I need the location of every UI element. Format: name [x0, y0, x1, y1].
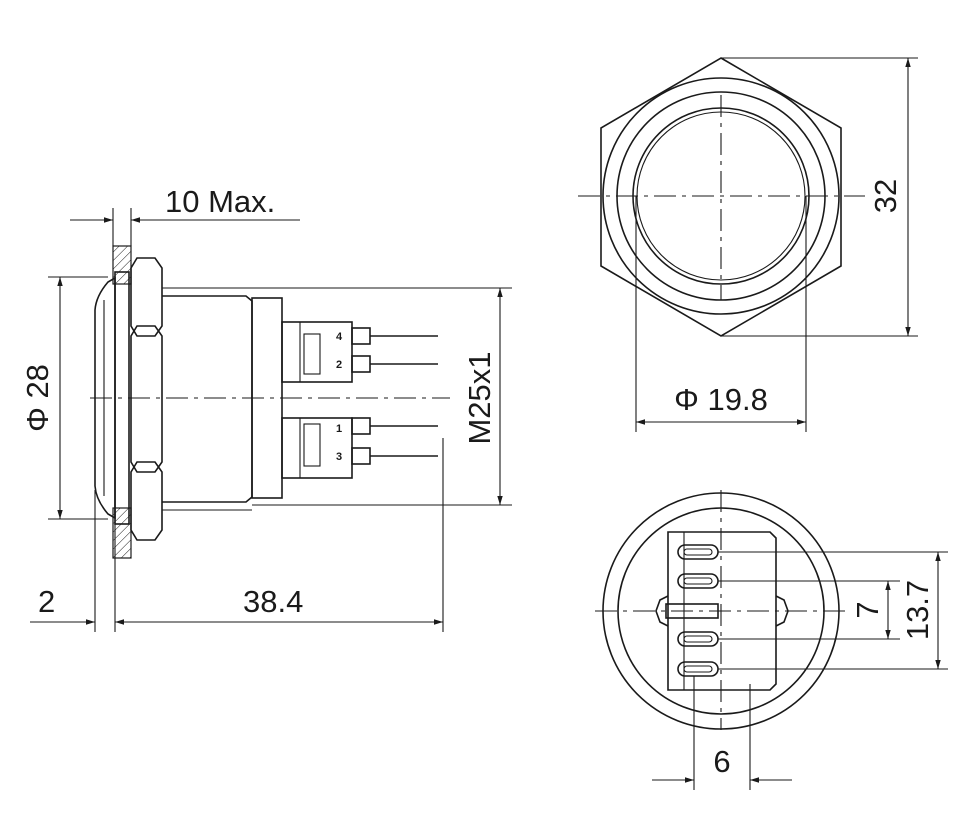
panel-section-bottom	[112, 507, 132, 559]
dim-label-38-4: 38.4	[243, 584, 303, 619]
rear-terminal-slot-3-inner	[683, 635, 713, 643]
panel-section-top	[112, 245, 132, 285]
side-view: 4 2 1 3 10 Max. Φ 28 M25x1 2 38.4	[20, 184, 512, 632]
nut-face-top	[130, 257, 163, 337]
rear-housing-outline	[667, 531, 777, 691]
threaded-body	[162, 295, 253, 503]
dim-label-d28: Φ 28	[20, 364, 55, 432]
nut-face-middle	[130, 325, 163, 473]
rear-center-bar	[665, 603, 719, 619]
terminal-label-2: 2	[336, 359, 342, 371]
rear-terminal-slot-1-inner	[683, 548, 713, 556]
pin-3-base	[351, 447, 371, 465]
terminal-label-4: 4	[336, 331, 343, 343]
front-view: 32 Φ 19.8	[578, 57, 918, 432]
dim-label-d19-8: Φ 19.8	[674, 382, 768, 417]
dim-label-thread: M25x1	[462, 351, 497, 444]
terminal-label-1: 1	[336, 423, 342, 435]
pin-1-base	[351, 417, 371, 435]
dim-label-6: 6	[713, 744, 730, 779]
nut-face-bottom	[130, 461, 163, 541]
rear-terminal-slot-2-inner	[683, 577, 713, 585]
rear-terminal-slot-4-inner	[683, 665, 713, 673]
terminal-block-upper	[281, 321, 353, 383]
terminal-label-3: 3	[336, 451, 342, 463]
pin-4-base	[351, 327, 371, 345]
rear-view: 7 13.7 6	[595, 490, 948, 790]
dim-label-7: 7	[850, 601, 885, 618]
dim-label-10max: 10 Max.	[165, 184, 275, 219]
bezel-dome	[94, 276, 116, 520]
dim-label-32: 32	[868, 179, 903, 213]
dim-label-2: 2	[38, 584, 55, 619]
rear-housing	[251, 297, 283, 499]
dim-label-13-7: 13.7	[900, 580, 935, 640]
terminal-upper-slot	[303, 333, 321, 375]
nut-chamfer-circle	[602, 77, 840, 315]
terminal-lower-slot	[303, 423, 321, 467]
rear-key-right	[775, 595, 789, 627]
pin-2-base	[351, 355, 371, 373]
rear-key-left	[655, 595, 669, 627]
